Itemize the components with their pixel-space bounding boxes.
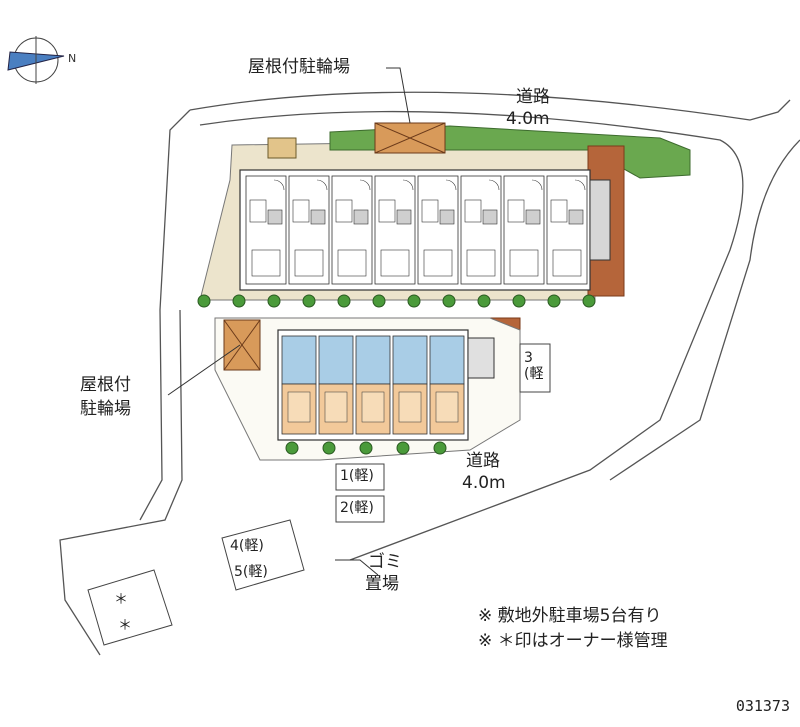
parking-label-4: 4(軽): [230, 538, 264, 554]
tree: [442, 294, 456, 308]
tree: [372, 294, 386, 308]
tree: [322, 441, 336, 455]
tree: [285, 441, 299, 455]
parking-area-4-5: [221, 519, 305, 591]
lower-tree-row: [285, 441, 447, 455]
parking-label-1: 1(軽): [340, 468, 374, 484]
tree: [232, 294, 246, 308]
road-top-name: 道路: [516, 87, 550, 107]
road-right-width: 4.0m: [462, 473, 506, 493]
parking-space-3: [519, 343, 551, 393]
note-owner-managed: ※ ＊印はオーナー様管理: [478, 631, 668, 651]
garbage-label-1: ゴミ: [368, 552, 402, 572]
tree: [267, 294, 281, 308]
stairs: [467, 337, 495, 379]
upper-units: [245, 175, 588, 285]
tree: [547, 294, 561, 308]
notes-block: ※ 敷地外駐車場5台有り ※ ＊印はオーナー様管理: [478, 604, 668, 654]
owner-lot: [87, 569, 173, 646]
upper-unit: [460, 175, 502, 285]
upper-unit: [374, 175, 416, 285]
leader-lines: [167, 67, 411, 576]
road-outlines: [59, 91, 800, 656]
lower-units: [281, 335, 465, 435]
covered-bike-parking-top-label: 屋根付駐輪場: [248, 57, 350, 77]
bike-rack-icon: [267, 137, 297, 159]
tree: [407, 294, 421, 308]
upper-unit: [245, 175, 287, 285]
tree: [582, 294, 596, 308]
property-code: 031373: [735, 697, 790, 715]
compass-rose: N: [7, 36, 76, 84]
owner-mark-1: ＊: [114, 592, 128, 608]
upper-tree-row: [197, 294, 596, 308]
tree: [337, 294, 351, 308]
lower-unit: [281, 335, 317, 435]
tree: [359, 441, 373, 455]
road-right-name: 道路: [466, 451, 500, 471]
parking-space-1: [335, 463, 385, 491]
parking-label-5: 5(軽): [234, 564, 268, 580]
lower-unit: [392, 335, 428, 435]
lower-building: [277, 329, 469, 441]
covered-bike-parking-left-label-2: 駐輪場: [80, 399, 131, 419]
parking-label-3: 3 (軽: [524, 350, 544, 383]
covered-bike-parking-left-label-1: 屋根付: [80, 375, 131, 395]
tree: [197, 294, 211, 308]
tree: [433, 441, 447, 455]
garbage-label-2: 置場: [365, 574, 399, 594]
tree: [477, 294, 491, 308]
parking-label-2: 2(軽): [340, 500, 374, 516]
upper-unit: [288, 175, 330, 285]
upper-building: [239, 169, 611, 291]
road-top-width: 4.0m: [506, 109, 550, 129]
upper-unit: [546, 175, 588, 285]
lower-unit: [429, 335, 465, 435]
upper-unit: [503, 175, 545, 285]
lower-unit: [318, 335, 354, 435]
parking-space-2: [335, 495, 385, 523]
tree: [396, 441, 410, 455]
upper-unit: [417, 175, 459, 285]
note-offsite-parking: ※ 敷地外駐車場5台有り: [478, 606, 662, 626]
tree: [512, 294, 526, 308]
compass-n-label: N: [68, 52, 76, 65]
tree: [302, 294, 316, 308]
upper-unit: [331, 175, 373, 285]
owner-mark-2: ＊: [118, 618, 132, 634]
lower-unit: [355, 335, 391, 435]
